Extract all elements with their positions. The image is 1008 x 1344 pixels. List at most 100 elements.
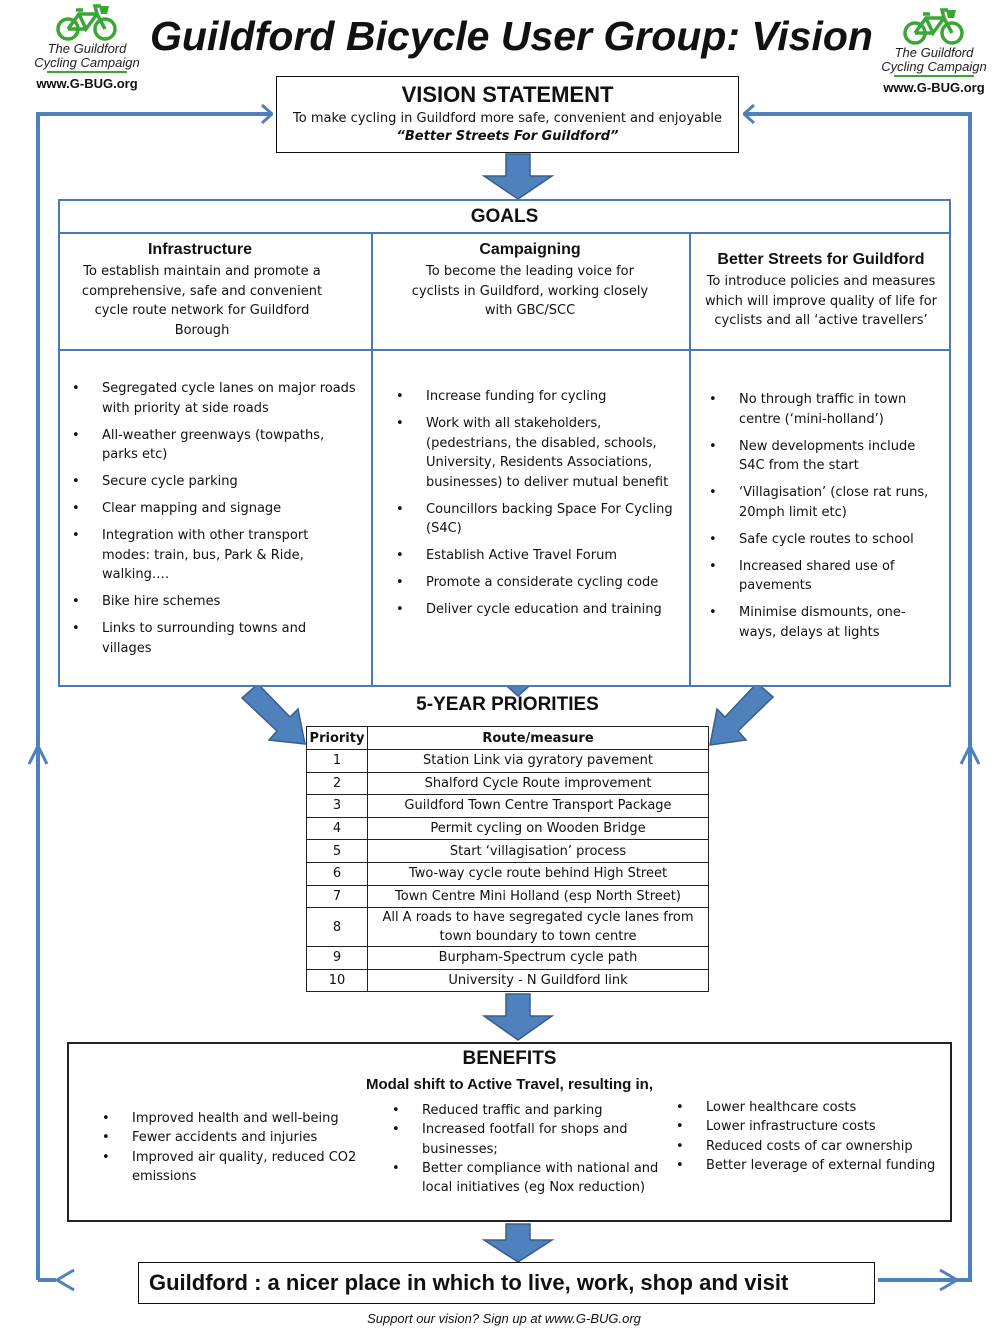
list-item: Lower healthcare costs — [676, 1098, 946, 1118]
list-item: Safe cycle routes to school — [709, 530, 941, 550]
goal-title-campaigning: Campaigning — [479, 241, 581, 258]
list-item: ‘Villagisation’ (close rat runs, 20mph l… — [709, 483, 941, 522]
logo-url[interactable]: www.G-BUG.org — [36, 76, 138, 91]
right-up-chevron — [959, 742, 981, 765]
column-header-priority: Priority — [306, 726, 368, 750]
priority-number: 4 — [306, 816, 368, 841]
vision-statement-box: VISION STATEMENT To make cycling in Guil… — [276, 76, 739, 153]
list-item: Deliver cycle education and training — [396, 600, 676, 620]
list-item: Establish Active Travel Forum — [396, 546, 676, 566]
list-item: Minimise dismounts, one-ways, delays at … — [709, 603, 941, 642]
priority-number: 8 — [306, 907, 368, 948]
list-item: Better compliance with national and loca… — [392, 1159, 662, 1198]
logo-right[interactable]: The Guildford Cycling Campaign www.G-BUG… — [869, 6, 999, 95]
priority-measure: Guildford Town Centre Transport Package — [367, 794, 709, 818]
list-item: Improved air quality, reduced CO2 emissi… — [102, 1148, 367, 1187]
list-item: Links to surrounding towns and villages — [72, 619, 357, 658]
infrastructure-bullets: Segregated cycle lanes on major roads wi… — [72, 379, 357, 666]
vision-slogan: “Better Streets For Guildford” — [396, 129, 619, 144]
list-item: Integration with other transport modes: … — [72, 526, 357, 585]
goals-heading: GOALS — [60, 201, 949, 234]
priority-number: 2 — [306, 771, 368, 796]
list-item: Lower infrastructure costs — [676, 1117, 946, 1137]
priority-number: 9 — [306, 946, 368, 970]
list-item: Clear mapping and signage — [72, 499, 357, 519]
list-item: Increase funding for cycling — [396, 387, 676, 407]
priority-number: 10 — [306, 968, 368, 993]
logo-line2: Cycling Campaign — [881, 59, 987, 74]
list-item: All-weather greenways (towpaths, parks e… — [72, 426, 357, 465]
priority-number: 5 — [306, 839, 368, 863]
logo-line2: Cycling Campaign — [34, 55, 140, 70]
goal-text-infrastructure: To establish maintain and promote a comp… — [81, 264, 323, 338]
footer-signup-text[interactable]: Support our vision? Sign up at www.G-BUG… — [367, 1311, 641, 1326]
page-title: Guildford Bicycle User Group: Vision — [150, 13, 873, 59]
priorities-heading: 5-YEAR PRIORITIES — [416, 694, 599, 715]
priority-number: 3 — [306, 794, 368, 818]
left-up-chevron — [27, 742, 49, 765]
goals-divider-horizontal — [60, 349, 949, 351]
goals-panel: GOALS Infrastructure To establish mainta… — [58, 199, 951, 687]
list-item: Increased footfall for shops and busines… — [392, 1120, 662, 1159]
list-item: New developments include S4C from the st… — [709, 437, 941, 476]
list-item: Improved health and well-being — [102, 1109, 367, 1129]
goal-text-better-streets: To introduce policies and measures which… — [704, 274, 938, 328]
list-item: Secure cycle parking — [72, 472, 357, 492]
priority-measure: Shalford Cycle Route improvement — [367, 771, 709, 796]
benefits-list-health: Improved health and well-being Fewer acc… — [102, 1109, 367, 1186]
benefits-list-economy: Reduced traffic and parking Increased fo… — [392, 1101, 662, 1197]
list-item: Promote a considerate cycling code — [396, 573, 676, 593]
goal-title-better-streets: Better Streets for Guildford — [717, 251, 925, 268]
priority-measure: All A roads to have segregated cycle lan… — [367, 907, 709, 948]
priority-number: 6 — [306, 861, 368, 886]
priority-measure: Two-way cycle route behind High Street — [367, 861, 709, 886]
goals-divider-2 — [689, 232, 691, 685]
list-item: Bike hire schemes — [72, 592, 357, 612]
priority-measure: University - N Guildford link — [367, 968, 709, 993]
logo-left[interactable]: The Guildford Cycling Campaign www.G-BUG… — [22, 2, 152, 91]
better-streets-bullets: No through traffic in town centre (‘mini… — [709, 390, 941, 650]
list-item: Reduced traffic and parking — [392, 1101, 662, 1121]
list-item: No through traffic in town centre (‘mini… — [709, 390, 941, 429]
logo-line1: The Guildford — [894, 45, 974, 60]
outcome-box: Guildford : a nicer place in which to li… — [138, 1262, 875, 1304]
goal-title-infrastructure: Infrastructure — [147, 241, 253, 258]
priority-measure: Permit cycling on Wooden Bridge — [367, 816, 709, 841]
list-item: Fewer accidents and injuries — [102, 1128, 367, 1148]
campaigning-bullets: Increase funding for cycling Work with a… — [396, 387, 676, 627]
vision-heading: VISION STATEMENT — [401, 82, 614, 107]
infrastructure-to-priorities-arrow — [240, 682, 306, 745]
table-header-row: Priority Route/measure — [306, 726, 709, 750]
logo-url[interactable]: www.G-BUG.org — [883, 80, 985, 95]
benefits-list-costs: Lower healthcare costs Lower infrastruct… — [676, 1098, 946, 1175]
vision-to-goals-arrow — [481, 153, 555, 200]
goals-divider-1 — [371, 232, 373, 685]
benefits-subheading: Modal shift to Active Travel, resulting … — [366, 1076, 653, 1093]
betterstreets-to-priorities-arrow — [709, 681, 775, 746]
benefits-panel: BENEFITS Modal shift to Active Travel, r… — [67, 1042, 952, 1222]
priority-number: 7 — [306, 884, 368, 909]
benefits-heading: BENEFITS — [462, 1048, 557, 1069]
column-header-route: Route/measure — [367, 726, 709, 750]
list-item: Councillors backing Space For Cycling (S… — [396, 500, 676, 539]
bicycle-icon — [56, 4, 117, 41]
logo-rule — [894, 75, 974, 77]
priority-measure: Burpham-Spectrum cycle path — [367, 946, 709, 970]
logo-line1: The Guildford — [47, 41, 127, 56]
list-item: Increased shared use of pavements — [709, 557, 941, 596]
goal-text-campaigning: To become the leading voice for cyclists… — [411, 264, 649, 318]
priorities-to-benefits-arrow — [481, 993, 555, 1041]
vision-text: To make cycling in Guildford more safe, … — [293, 111, 722, 126]
benefits-to-outcome-arrow — [481, 1223, 555, 1263]
